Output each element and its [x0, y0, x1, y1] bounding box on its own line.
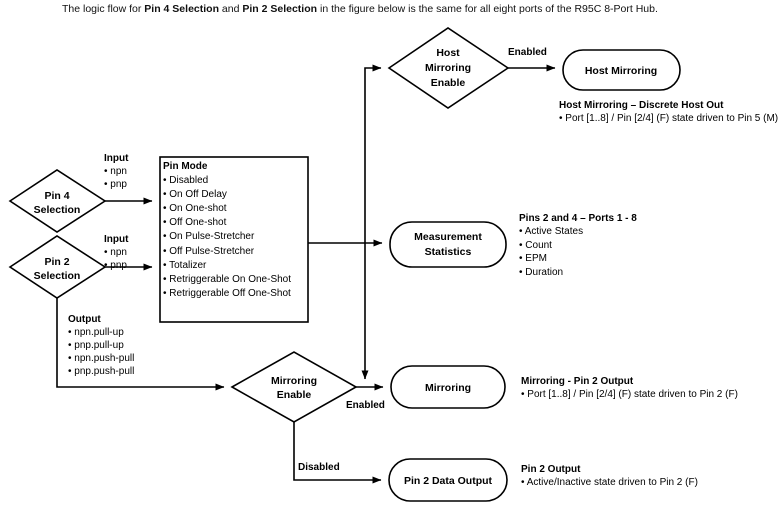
caption-bold-pin4: Pin 4 Selection — [144, 3, 219, 15]
mirroring-note-header: Mirroring - Pin 2 Output — [521, 376, 634, 387]
pin4-input-list: Input • npn • pnp — [104, 152, 128, 191]
pin-mode-list: Pin Mode • Disabled • On Off Delay • On … — [163, 160, 303, 301]
measurement-note: Pins 2 and 4 – Ports 1 - 8 • Active Stat… — [519, 212, 637, 279]
edge-label-mirroring-disabled: Disabled — [298, 462, 340, 473]
mirroring-label: Mirroring — [425, 382, 471, 394]
pin4-label-line2: Selection — [34, 204, 81, 216]
pin-mode-item: • Retriggerable Off One-Shot — [163, 287, 291, 299]
caption-part-2: and — [219, 3, 243, 15]
measurement-note-item: • Count — [519, 239, 552, 251]
pin2-input-item: • npn — [104, 247, 127, 258]
pin2-input-header: Input — [104, 234, 129, 245]
pin4-input-item: • npn — [104, 166, 127, 177]
host-mirroring-note-header: Host Mirroring – Discrete Host Out — [559, 100, 724, 111]
pin-mode-box — [159, 156, 309, 323]
pin2-output-list: Output • npn.pull-up • pnp.pull-up • npn… — [68, 313, 134, 378]
pin2-output-note: Pin 2 Output • Active/Inactive state dri… — [521, 463, 698, 490]
measurement-note-item: • Active States — [519, 226, 584, 238]
measurement-note-item: • EPM — [519, 253, 547, 265]
pin2-input-list: Input • npn • pnp — [104, 233, 128, 272]
host-mirroring-enable-line1: Host — [436, 47, 460, 59]
mirroring-node — [390, 365, 506, 409]
pin-mode-item: • Totalizer — [163, 259, 207, 271]
host-mirroring-note: Host Mirroring – Discrete Host Out • Por… — [559, 99, 778, 126]
host-mirroring-enable-line2: Mirroring — [425, 62, 471, 74]
pin4-input-header: Input — [104, 153, 129, 164]
mirroring-enable-diamond — [230, 351, 358, 423]
pin-mode-item: • Off Pulse-Stretcher — [163, 245, 255, 257]
pin2-label-line1: Pin 2 — [44, 256, 69, 268]
caption-bold-pin2: Pin 2 Selection — [242, 3, 318, 15]
measurement-label-line2: Statistics — [425, 246, 472, 258]
caption-part-1: The logic flow for — [62, 3, 145, 15]
pin2-data-output-node — [388, 458, 508, 502]
pin2-output-item: • npn.push-pull — [68, 353, 135, 364]
pin-mode-header: Pin Mode — [163, 161, 208, 172]
pin2-data-output-label: Pin 2 Data Output — [404, 475, 493, 487]
pin2-output-item: • pnp.push-pull — [68, 366, 135, 377]
host-mirroring-enable-line3: Enable — [431, 77, 466, 89]
edge-bus-to-host-mirroring-enable — [364, 64, 382, 243]
pin-mode-item: • On Off Delay — [163, 189, 227, 201]
edge-label-host-enabled: Enabled — [508, 47, 547, 58]
pin2-output-item: • pnp.pull-up — [68, 340, 124, 351]
host-mirroring-label: Host Mirroring — [585, 65, 657, 77]
edge-mirroring-enable-to-pin2-data-output — [293, 422, 382, 484]
pin-mode-item: • Disabled — [163, 175, 209, 187]
pin2-label-line2: Selection — [34, 270, 81, 282]
edge-pin2-to-mirroring-enable — [56, 298, 225, 391]
figure-caption: The logic flow for Pin 4 Selection and P… — [62, 2, 762, 16]
pin2-output-item: • npn.pull-up — [68, 327, 124, 338]
edge-label-mirroring-enabled: Enabled — [346, 400, 385, 411]
measurement-statistics-node — [389, 221, 507, 268]
mirroring-note: Mirroring - Pin 2 Output • Port [1..8] /… — [521, 375, 738, 402]
pin-mode-item: • On One-shot — [163, 203, 227, 215]
mirroring-enable-line1: Mirroring — [271, 375, 317, 387]
mirroring-enable-line2: Enable — [277, 389, 312, 401]
host-mirroring-note-item: • Port [1..8] / Pin [2/4] (F) state driv… — [559, 113, 778, 125]
measurement-note-header: Pins 2 and 4 – Ports 1 - 8 — [519, 213, 637, 224]
pin2-output-note-header: Pin 2 Output — [521, 464, 581, 475]
pin-mode-item: • Retriggerable On One-Shot — [163, 273, 292, 285]
pin4-input-item: • pnp — [104, 179, 127, 190]
pin-mode-item: • Off One-shot — [163, 217, 227, 229]
pin2-output-header: Output — [68, 314, 101, 325]
measurement-note-item: • Duration — [519, 266, 564, 278]
pin4-label-line1: Pin 4 — [44, 190, 69, 202]
host-mirroring-node — [562, 49, 681, 91]
pin2-input-item: • pnp — [104, 260, 127, 271]
pin2-output-note-item: • Active/Inactive state driven to Pin 2 … — [521, 477, 698, 489]
measurement-label-line1: Measurement — [414, 231, 482, 243]
caption-part-3: in the figure below is the same for all … — [317, 3, 658, 15]
mirroring-note-item: • Port [1..8] / Pin [2/4] (F) state driv… — [521, 389, 738, 401]
pin-mode-item: • On Pulse-Stretcher — [163, 231, 255, 243]
